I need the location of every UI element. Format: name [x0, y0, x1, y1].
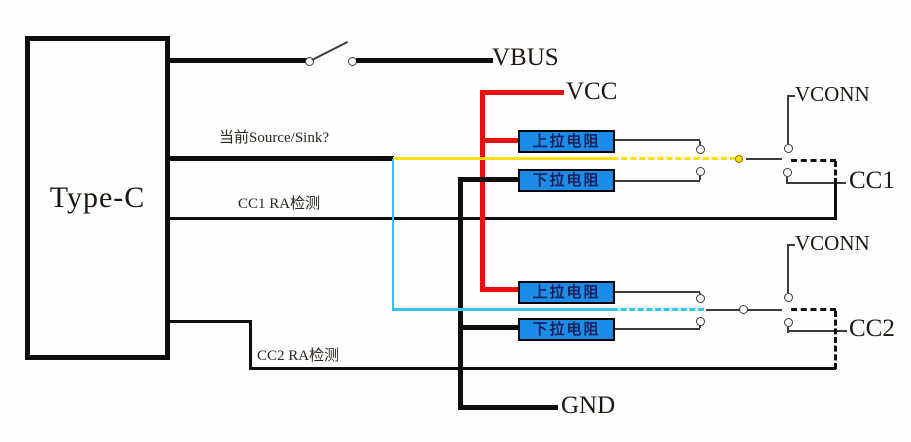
cc1-ra-annotation: CC1 RA检测 — [238, 196, 321, 212]
gnd-label: GND — [561, 392, 616, 419]
vbus-switch-blade — [311, 40, 349, 61]
cc2-label: CC2 — [849, 315, 895, 342]
vconn1-tick — [787, 95, 795, 97]
cc1-label: CC1 — [849, 167, 895, 194]
cc2-pullup-resistor: 上拉电阻 — [518, 281, 615, 304]
cc1-pulldown-contact — [696, 167, 705, 176]
cc1-ra-wire — [170, 217, 836, 220]
cc1-pullup-lead-drop — [699, 141, 701, 145]
vconn2-throw-contact — [784, 293, 793, 302]
cc2-throw-contact — [784, 318, 793, 327]
gnd-branch-cc1-pulldown — [458, 177, 520, 182]
cc2-pin-wire — [787, 330, 847, 332]
cc1-to-ra-wire — [834, 184, 837, 220]
vcc-branch-cc2-pullup — [480, 287, 520, 292]
vbus-switch-contact-left — [305, 57, 314, 66]
cc1-pullup-lead — [615, 139, 700, 141]
cc2-exit-drop — [249, 320, 252, 370]
cc2-ra-wire — [249, 367, 836, 370]
cc2-pullup-lead — [615, 291, 700, 293]
cc2-path-cyan-vertical — [392, 159, 394, 310]
cc2-plug-boundary-h — [791, 308, 836, 311]
gnd-bus-vertical — [458, 177, 463, 410]
cc-wire-from-typec — [170, 156, 394, 161]
vconn2-label: VCONN — [795, 231, 870, 255]
cc2-path-cyan-solid — [392, 308, 612, 311]
vcc-wire — [480, 90, 564, 95]
vconn1-label: VCONN — [795, 82, 870, 106]
cc2-ra-annotation: CC2 RA检测 — [257, 348, 340, 364]
vbus-label: VBUS — [492, 44, 559, 71]
vcc-branch-cc1-pullup — [480, 138, 520, 143]
vconn2-tick — [787, 244, 795, 246]
vbus-wire-right — [356, 58, 493, 63]
cc2-exit-wire — [170, 320, 252, 323]
cc1-pullup-resistor: 上拉电阻 — [518, 130, 615, 153]
cc1-pulldown-lead-rise — [699, 176, 701, 180]
cc2-pole-contact — [739, 305, 748, 314]
vcc-bus-vertical — [480, 90, 485, 292]
cc2-pullup-contact — [696, 294, 705, 303]
cc1-pulldown-lead — [615, 180, 700, 182]
vconn1-throw-contact — [784, 144, 793, 153]
cc1-plug-boundary-v — [834, 161, 837, 184]
cc1-plug-boundary-h — [791, 159, 836, 162]
cc2-pulldown-lead-rise — [699, 324, 701, 328]
vbus-wire-left — [170, 58, 307, 63]
cc1-path-yellow-dashed — [612, 157, 736, 160]
cc2-plug-boundary-v — [834, 311, 837, 369]
cc1-pole-contact — [735, 155, 743, 163]
cc2-pulldown-lead — [615, 328, 700, 330]
cc2-path-cyan-dashed — [612, 308, 704, 311]
cc2-pulldown-resistor: 下拉电阻 — [518, 318, 615, 341]
vconn1-wire — [787, 95, 789, 144]
gnd-wire — [458, 405, 558, 410]
typec-label: Type-C — [49, 181, 146, 215]
gnd-branch-cc2-pulldown — [458, 325, 520, 330]
cc2-pulldown-contact — [696, 317, 705, 326]
cc1-throw-contact — [783, 168, 792, 177]
vconn2-wire — [787, 244, 789, 293]
typec-connector-box: Type-C — [25, 36, 170, 360]
cc1-pulldown-resistor: 下拉电阻 — [518, 169, 615, 192]
cc1-pullup-contact — [696, 145, 705, 154]
cc1-pin-wire — [786, 182, 846, 184]
cc1-pole-lead — [746, 158, 782, 160]
vcc-label: VCC — [566, 78, 618, 105]
cc1-pin-drop — [786, 177, 788, 184]
source-sink-annotation: 当前Source/Sink? — [219, 130, 329, 146]
cc1-path-yellow-solid — [393, 157, 612, 160]
